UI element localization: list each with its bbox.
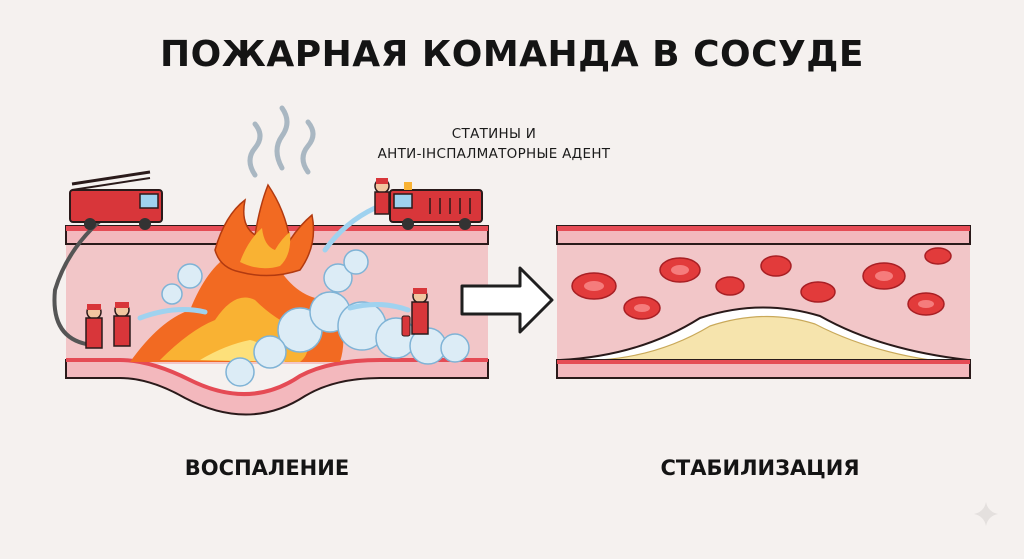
fire-truck-icon <box>69 170 163 230</box>
foam-bubble <box>343 249 369 275</box>
foam-bubble <box>323 263 353 293</box>
red-blood-cell <box>800 281 836 303</box>
stabilization-caption: СТАБИЛИЗАЦИЯ <box>660 456 860 480</box>
right-arrow-icon <box>460 266 554 334</box>
inflammation-caption: ВОСПАЛЕНИЕ <box>184 456 350 480</box>
smoke-wisp <box>300 119 316 175</box>
smoke-wisp <box>274 105 290 171</box>
treatment-label-line2: АНТИ-ІНСПАЛМАТОРНЫЕ АДЕНТ <box>377 146 611 162</box>
foam-bubble <box>440 333 470 363</box>
extinguisher-icon <box>401 315 411 337</box>
truck-body <box>389 189 483 223</box>
page-title: ПОЖАРНАЯ КОМАНДА В СОСУДЕ <box>160 34 864 75</box>
firefighter-icon <box>374 178 390 215</box>
left-bottom-wall-edge <box>66 358 488 396</box>
water-stream <box>322 205 378 253</box>
smoke-wisp <box>247 121 263 178</box>
treatment-label-line1: СТАТИНЫ И <box>451 126 537 142</box>
red-blood-cell <box>760 255 792 277</box>
sparkle-icon <box>974 502 998 526</box>
right-bottom-wall-edge <box>557 360 970 364</box>
truck-ladder <box>71 170 151 186</box>
red-blood-cell <box>715 276 745 296</box>
foam-bubble <box>177 263 203 289</box>
stable-vessel <box>556 225 971 379</box>
fire-truck-icon <box>389 182 483 230</box>
red-blood-cell <box>924 247 952 265</box>
inflamed-vessel <box>52 105 489 416</box>
truck-window <box>393 193 413 209</box>
red-blood-cells <box>571 247 952 320</box>
water-stream <box>137 307 208 321</box>
firefighter-icon <box>85 304 103 349</box>
foam-bubble <box>161 283 183 305</box>
truck-window <box>139 193 159 209</box>
red-blood-cell-highlights <box>584 265 934 312</box>
truck-wheel <box>402 218 414 230</box>
truck-body <box>69 189 163 223</box>
foam-bubble <box>225 357 255 387</box>
truck-grille <box>429 198 471 214</box>
right-top-wall-edge <box>557 226 970 231</box>
extinguishing-foam <box>161 249 470 387</box>
smoke-wisps <box>247 105 316 178</box>
treatment-label: СТАТИНЫ И АНТИ-ІНСПАЛМАТОРНЫЕ АДЕНТ <box>360 124 628 164</box>
truck-wheel <box>459 218 471 230</box>
stable-plaque <box>599 315 931 361</box>
truck-ladder <box>71 177 151 191</box>
firefighter-icon <box>401 288 429 337</box>
truck-siren <box>404 182 412 190</box>
rising-flames-core <box>240 228 291 269</box>
truck-wheel <box>84 218 96 230</box>
water-streams <box>137 205 411 321</box>
firefighter-icon <box>113 302 131 347</box>
truck-wheel <box>139 218 151 230</box>
water-stream <box>347 302 411 313</box>
foam-bubble <box>253 335 287 369</box>
